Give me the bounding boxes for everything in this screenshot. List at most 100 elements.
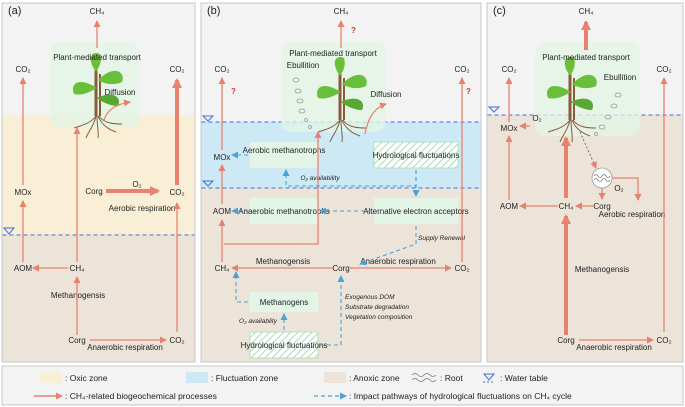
water-table-icon — [201, 180, 215, 187]
legend-impact-label: : Impact pathways of hydrological fluctu… — [349, 391, 572, 401]
vegetation-composition-label: Vegetation composition — [345, 314, 413, 321]
co2-right: CO₂ — [454, 65, 469, 74]
legend-water-table-icon — [482, 373, 496, 381]
co2-bottom: CO₂ — [454, 264, 469, 273]
plant-transport-label: Plant-mediated transport — [289, 49, 377, 58]
water-table-icon — [487, 106, 501, 113]
legend-root-icon — [411, 373, 437, 382]
legend-fluctuation-swatch — [186, 372, 208, 383]
root-zoom-circle — [591, 167, 613, 189]
anaerobic-methanotrophs-box — [250, 198, 318, 224]
arrow-diffusion — [364, 102, 387, 135]
aerobic-methanotrophs-box — [250, 142, 318, 168]
co2-right: CO₂ — [656, 65, 671, 74]
panel-a: (a) CH₄ Plant-mediated transport Diffusi… — [1, 2, 196, 363]
supply-renewal-label: Supply Renewal — [418, 235, 466, 242]
alternative-electron-acceptors-box — [374, 198, 458, 224]
corg-node: Corg — [85, 187, 102, 196]
arrow-ch4-to-plant — [224, 131, 322, 245]
legend-oxic-label: : Oxic zone — [65, 373, 108, 383]
aom-node: AOM — [14, 264, 33, 273]
corg-bottom: Corg — [557, 336, 574, 345]
hydrological-fluctuations-box-bottom — [249, 331, 319, 359]
exogenous-dom-label: Exogenous DOM — [345, 294, 395, 301]
o2-label: O₂ — [532, 114, 541, 123]
o2-availability-label: O₂ availability — [300, 175, 340, 182]
mox-node: MOx — [15, 188, 32, 197]
anaerobic-respiration-label: Anaerobic respiration — [576, 343, 652, 352]
diffusion-label: Diffusion — [105, 88, 136, 97]
panel-a-label: (a) — [8, 5, 21, 17]
water-table-icon — [2, 227, 16, 235]
ebullition-label: Ebullition — [287, 61, 319, 70]
co2-mid: CO₂ — [169, 188, 184, 197]
o2-availablity-label: O₂ availablity — [239, 318, 278, 325]
corg-node: Corg — [593, 202, 610, 211]
ebullition-bubbles — [292, 77, 312, 129]
legend-fluctuation-label: : Fluctuation zone — [211, 373, 278, 383]
methanogensis-label: Methanogensis — [575, 265, 629, 274]
plant-bubble — [535, 42, 640, 136]
methanogens-label: Methanogens — [260, 298, 308, 307]
question-mark: ? — [231, 87, 236, 96]
co2-left: CO₂ — [15, 65, 30, 74]
aom-node: AOM — [213, 207, 232, 216]
o2-label: O₂ — [132, 180, 141, 189]
ch4-atmosphere: CH₄ — [334, 7, 349, 16]
ebullition-label: Ebullition — [604, 73, 636, 82]
aerobic-respiration-label: Aerobic respiration — [109, 204, 176, 213]
question-mark: ? — [466, 87, 471, 96]
legend: : Oxic zone : Fluctuation zone : Anoxic … — [1, 365, 684, 406]
anaerobic-methanotrophs-label: Anaerobic methanotrophs — [238, 207, 330, 216]
impact-fluctuations-to-aerobic — [282, 169, 417, 187]
methanogensis-label: Methanogensis — [256, 257, 310, 266]
methanogensis-label: Methanogensis — [51, 291, 105, 300]
ch4-node: CH₄ — [70, 264, 85, 273]
co2-right: CO₂ — [169, 65, 184, 74]
anaerobic-respiration-label: Anaerobic respiration — [360, 257, 436, 266]
aom-node: AOM — [500, 202, 519, 211]
diffusion-label: Diffusion — [371, 90, 402, 99]
co2-left: CO₂ — [214, 65, 229, 74]
impact-acceptors-to-corg — [359, 226, 417, 266]
arrow-diffusion — [103, 99, 131, 121]
legend-anoxic-swatch — [324, 372, 346, 383]
substrate-degradation-label: Substrate degradation — [345, 304, 409, 311]
hydrological-fluctuations-box — [373, 141, 459, 169]
ch4-node: CH₄ — [559, 202, 574, 211]
aerobic-methanotrophs-label: Aerobic methanotrophs — [243, 146, 326, 155]
root-zoom-pointer — [579, 131, 597, 169]
ch4-atmosphere: CH₄ — [90, 7, 105, 16]
panel-c: (c) CH₄ Plant-mediated transport Ebullit… — [486, 2, 684, 363]
legend-process-label: : CH₄-related biogeochemical processes — [65, 391, 217, 401]
methanogens-box — [250, 292, 318, 312]
ch4-node: CH₄ — [215, 264, 230, 273]
plant-transport-label: Plant-mediated transport — [542, 53, 630, 62]
co2-bottom: CO₂ — [656, 336, 671, 345]
co2-left: CO₂ — [501, 65, 516, 74]
corg-bottom: Corg — [68, 336, 85, 345]
panel-c-label: (c) — [493, 5, 506, 17]
mox-node: MOx — [501, 124, 518, 133]
anaerobic-respiration-label: Anaerobic respiration — [87, 343, 163, 352]
mox-node: MOx — [214, 153, 231, 162]
impact-methanogens-to-ch4 — [232, 271, 248, 303]
co2-bottom: CO₂ — [169, 336, 184, 345]
hydrological-fluctuations-label: Hydrological fluctuations — [373, 151, 460, 160]
ebullition-bubbles — [594, 92, 622, 136]
legend-anoxic-label: : Anoxic zone — [349, 373, 400, 383]
legend-oxic-swatch — [40, 372, 62, 383]
aerobic-respiration-label: Aerobic respiration — [599, 210, 666, 219]
alternative-electron-acceptors-label: Alternative electron acceptors — [363, 207, 468, 216]
plant-transport-label: Plant-mediated transport — [53, 53, 141, 62]
hydrological-fluctuations-label-bottom: Hydrological fluctuations — [241, 341, 328, 350]
impact-fluctuations-to-corg — [320, 275, 345, 346]
water-table-icon — [201, 115, 215, 122]
root-icon — [593, 174, 611, 182]
corg-node: Corg — [332, 264, 349, 273]
legend-root-label: : Root — [440, 373, 463, 383]
question-mark: ? — [351, 26, 356, 35]
anoxic-zone-band — [487, 115, 683, 362]
arrow-root-to-o2 — [612, 177, 642, 201]
